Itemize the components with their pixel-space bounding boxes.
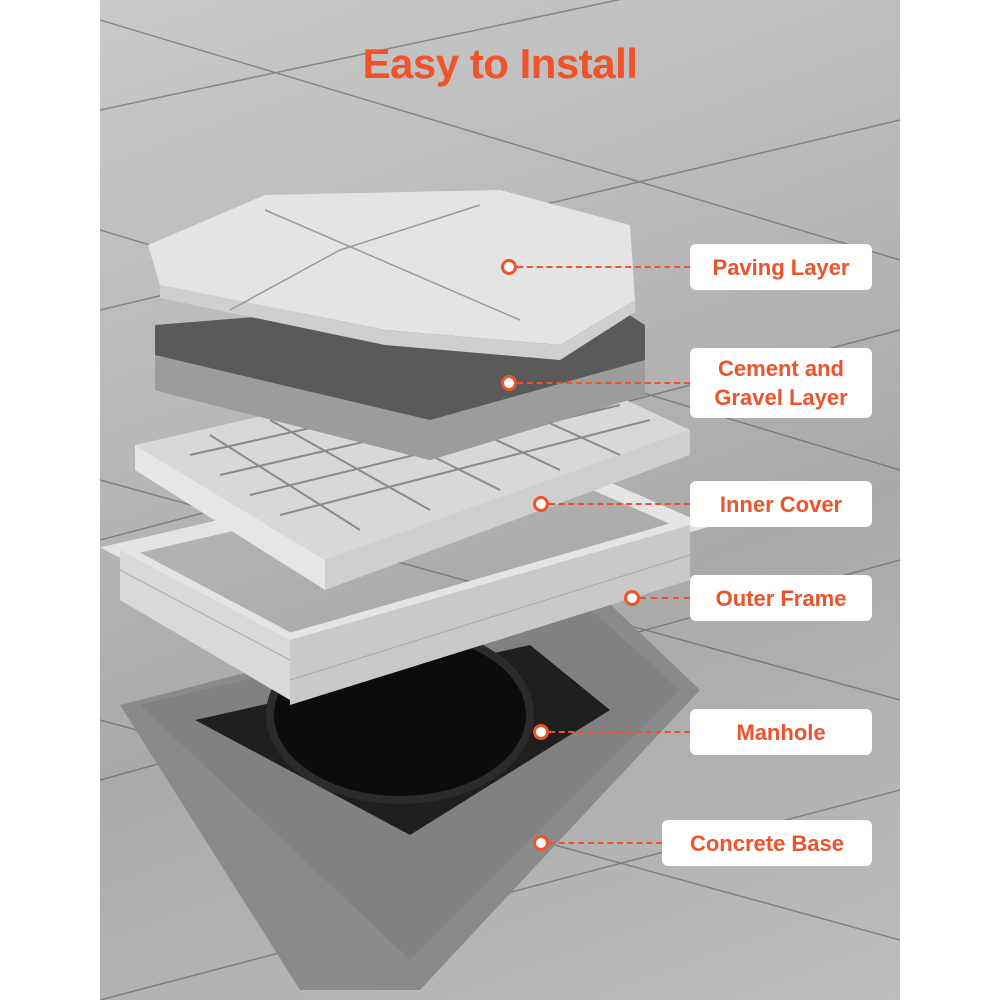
inner-cover-marker (533, 496, 549, 512)
cement-gravel-layer-label: Cement and Gravel Layer (690, 348, 872, 418)
paving-layer-leader (517, 266, 690, 268)
page-title: Easy to Install (362, 40, 638, 87)
concrete-base-label: Concrete Base (662, 820, 872, 866)
layer-stack-drawing (100, 0, 900, 1000)
outer-frame-label: Outer Frame (690, 575, 872, 621)
paving-layer-marker (501, 259, 517, 275)
paving-layer-label: Paving Layer (690, 244, 872, 290)
exploded-view-illustration (100, 0, 900, 1000)
concrete-base-marker (533, 835, 549, 851)
cement-gravel-layer-marker (501, 375, 517, 391)
outer-frame-marker (624, 590, 640, 606)
outer-frame-leader (640, 597, 690, 599)
concrete-base-leader (549, 842, 662, 844)
inner-cover-label: Inner Cover (690, 481, 872, 527)
inner-cover-leader (549, 503, 690, 505)
cement-gravel-layer-leader (517, 382, 690, 384)
manhole-label: Manhole (690, 709, 872, 755)
manhole-marker (533, 724, 549, 740)
manhole-leader (549, 731, 690, 733)
